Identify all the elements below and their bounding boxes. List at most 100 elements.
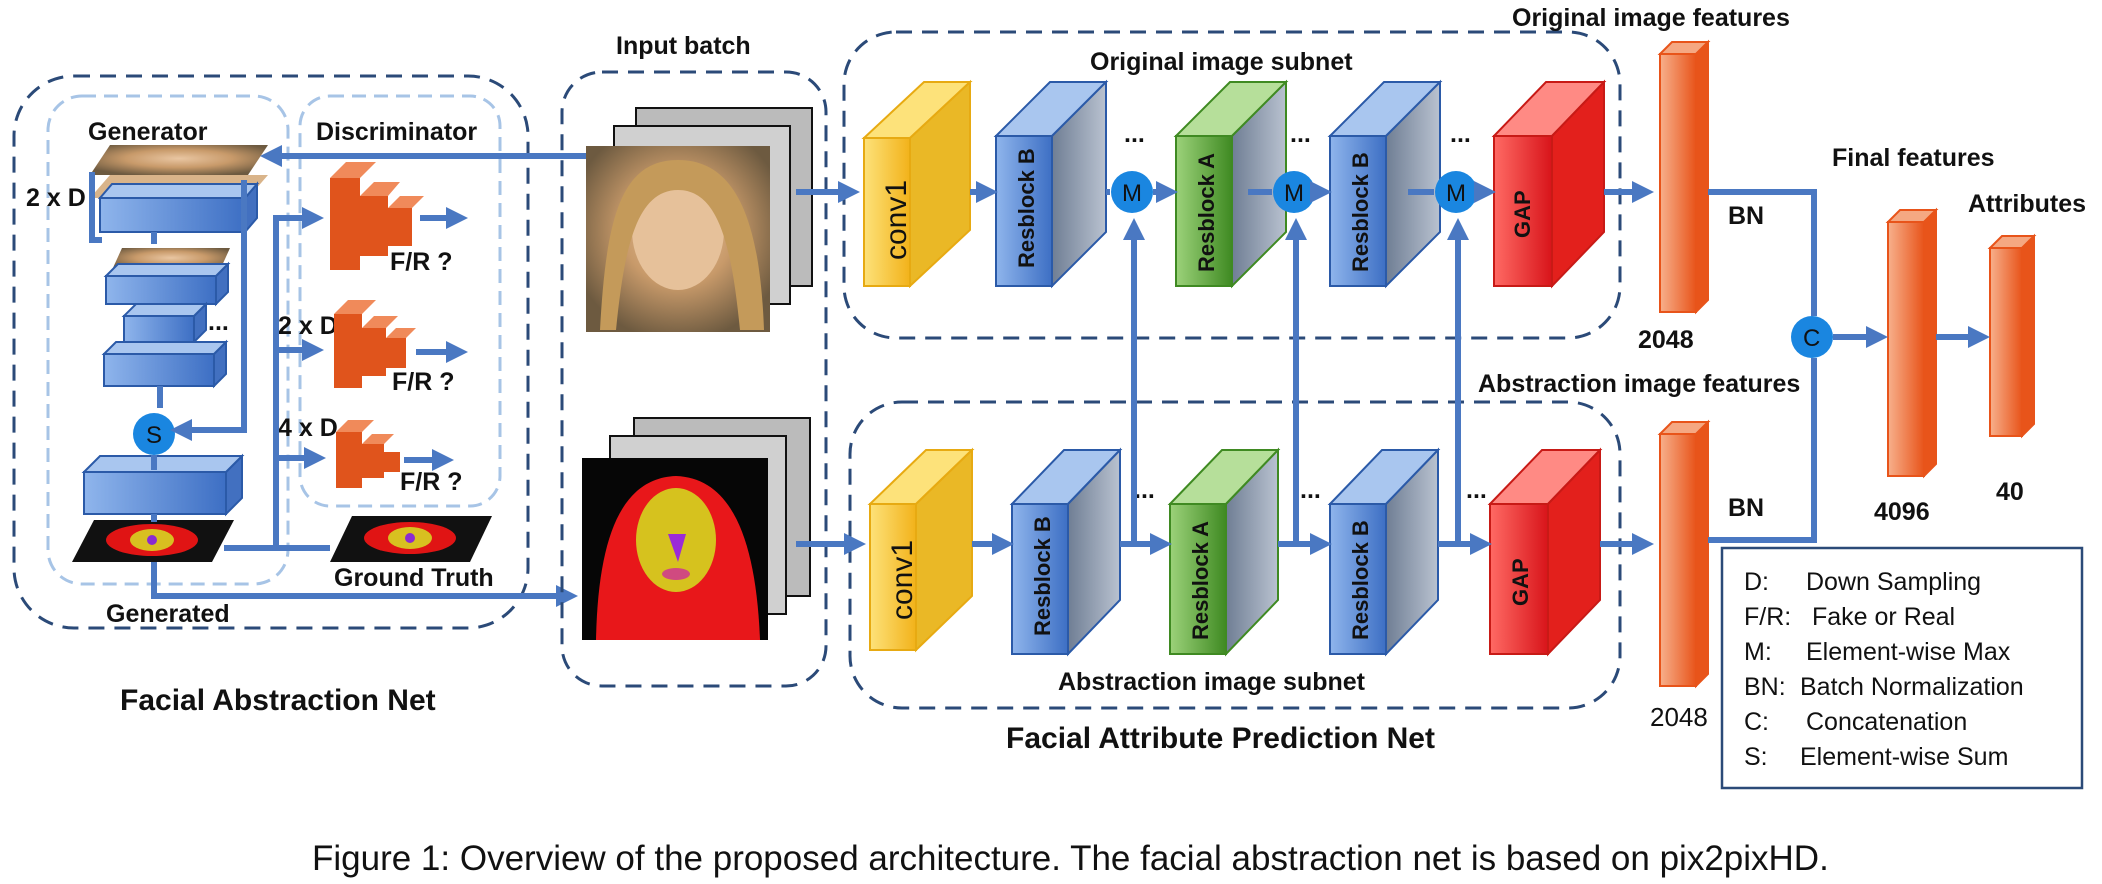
sum-symbol: S	[146, 422, 162, 449]
gen-block-5	[83, 471, 227, 515]
orig-features-label: Original image features	[1512, 4, 1790, 32]
abstraction-subnet-arrows	[796, 218, 1654, 555]
orig-gap-block: GAP	[1491, 79, 1607, 289]
gen-block-4	[103, 353, 215, 387]
legend-desc-5: Element-wise Sum	[1800, 743, 2008, 771]
input-batch: Input batch	[560, 32, 828, 688]
legend-key-1: F/R:	[1744, 603, 1791, 631]
max-symbol-2: M	[1284, 180, 1304, 207]
final-feature-bar	[1885, 207, 1939, 479]
orig-ellipsis-3: ...	[1450, 120, 1471, 148]
sum-circle	[133, 413, 175, 455]
abs-features-label: Abstraction image features	[1478, 370, 1800, 398]
fr-label-2: F/R ?	[392, 368, 455, 396]
abs-ellipsis-3: ...	[1466, 476, 1487, 504]
bn-label-1: BN	[1728, 202, 1764, 230]
discriminator-border	[298, 94, 502, 508]
abstraction-subnet-border	[848, 400, 1622, 710]
orig-resblock-b1: Resblock B	[993, 79, 1109, 289]
abs-gap-label: GAP	[1508, 558, 1533, 606]
legend-key-4: C:	[1744, 708, 1769, 736]
legend: D: Down Sampling F/R: Fake or Real M: El…	[1720, 546, 2084, 790]
generator-border	[46, 94, 290, 586]
abs-conv1-label: conv1	[886, 540, 919, 620]
final-features-label: Final features	[1832, 144, 1995, 172]
disc-scale-4: 4 x D	[278, 414, 338, 442]
disc-3	[336, 420, 400, 488]
fr-label-3: F/R ?	[400, 468, 463, 496]
legend-desc-2: Element-wise Max	[1806, 638, 2011, 666]
final-dim-label: 4096	[1874, 498, 1930, 526]
abs-resblock-b1-label: Resblock B	[1030, 516, 1055, 636]
orig-ellipsis-1: ...	[1124, 120, 1145, 148]
abstraction-net-title: Facial Abstraction Net	[120, 684, 436, 717]
abs-conv1-block: conv1	[867, 447, 975, 653]
abs-resblock-a: Resblock A	[1167, 447, 1281, 657]
orig-conv1-block: conv1	[861, 79, 973, 289]
legend-desc-0: Down Sampling	[1806, 568, 1981, 596]
orig-ellipsis-2: ...	[1290, 120, 1311, 148]
legend-box	[1720, 546, 2084, 790]
abs-ellipsis-2: ...	[1300, 476, 1321, 504]
gen-scale-label: 2 x D	[26, 184, 86, 212]
abstraction-subnet-title: Abstraction image subnet	[1058, 668, 1366, 696]
disc-input-arrows	[224, 207, 330, 551]
legend-key-5: S:	[1744, 743, 1768, 771]
max-symbol-1: M	[1122, 180, 1142, 207]
orig-resblock-b2: Resblock B	[1327, 79, 1443, 289]
orig-gap-label: GAP	[1510, 190, 1535, 238]
fr-label-1: F/R ?	[390, 248, 453, 276]
original-subnet-blocks: conv1 Resblock B Resblock A Resb	[861, 79, 1607, 289]
figure-caption: Figure 1: Overview of the proposed archi…	[312, 839, 1829, 878]
max-circle-2	[1273, 171, 1315, 213]
discriminator-blocks: F/R ? 2 x D F/R ? 4 x D F/R ?	[278, 162, 468, 496]
orig-resblock-a-label: Resblock A	[1194, 153, 1219, 272]
disc-scale-2: 2 x D	[278, 312, 338, 340]
generator-blocks: ... S	[72, 145, 268, 562]
concat-symbol: C	[1803, 325, 1820, 352]
prediction-net-title: Facial Attribute Prediction Net	[1006, 722, 1435, 755]
attribute-bar	[1987, 233, 2037, 439]
generator-label: Generator	[88, 118, 208, 146]
legend-key-3: BN:	[1744, 673, 1786, 701]
abs-dim-label: 2048	[1650, 702, 1708, 732]
input-batch-border	[560, 70, 828, 688]
original-subnet-title: Original image subnet	[1090, 48, 1353, 76]
discriminator-label: Discriminator	[316, 118, 477, 146]
gen-block-3	[123, 315, 195, 343]
legend-key-0: D:	[1744, 568, 1769, 596]
legend-desc-4: Concatenation	[1806, 708, 1967, 736]
orig-resblock-b2-label: Resblock B	[1348, 152, 1373, 272]
disc-1	[330, 162, 424, 270]
bn-label-2: BN	[1728, 494, 1764, 522]
max-circle-1	[1111, 171, 1153, 213]
orig-resblock-b1-label: Resblock B	[1014, 148, 1039, 268]
generator-arrows	[89, 145, 588, 522]
gen-block-2	[105, 275, 217, 305]
fusion-arrows: C	[1708, 189, 1990, 543]
abstraction-subnet-blocks: conv1 Resblock B Resblock A Resblock B	[867, 447, 1603, 657]
max-circle-3	[1435, 171, 1477, 213]
input-batch-title: Input batch	[616, 32, 751, 60]
legend-desc-1: Fake or Real	[1812, 603, 1955, 631]
orig-resblock-a: Resblock A	[1173, 79, 1289, 289]
generated-label: Generated	[106, 600, 230, 628]
abs-resblock-a-label: Resblock A	[1188, 521, 1213, 640]
abs-gap-block: GAP	[1487, 447, 1603, 657]
abstraction-net-border	[12, 74, 530, 630]
abs-ellipsis-1: ...	[1134, 476, 1155, 504]
concat-circle	[1791, 316, 1833, 358]
disc-2	[334, 300, 416, 388]
facial-abstraction-net: Generator Discriminator 2 x D ...	[12, 74, 588, 717]
gen-ellipsis: ...	[208, 308, 229, 336]
orig-dim-label: 2048	[1638, 326, 1694, 354]
generated-to-batch-arrow	[151, 562, 578, 607]
gen-block-1	[99, 197, 246, 233]
legend-desc-3: Batch Normalization	[1800, 673, 2024, 701]
ground-truth-label: Ground Truth	[334, 564, 494, 592]
feature-vectors	[1657, 39, 2037, 689]
orig-feature-bar	[1657, 39, 1711, 315]
facial-attribute-prediction-net: Original image subnet Abstraction image …	[796, 4, 2086, 755]
abs-resblock-b2: Resblock B	[1327, 447, 1441, 657]
